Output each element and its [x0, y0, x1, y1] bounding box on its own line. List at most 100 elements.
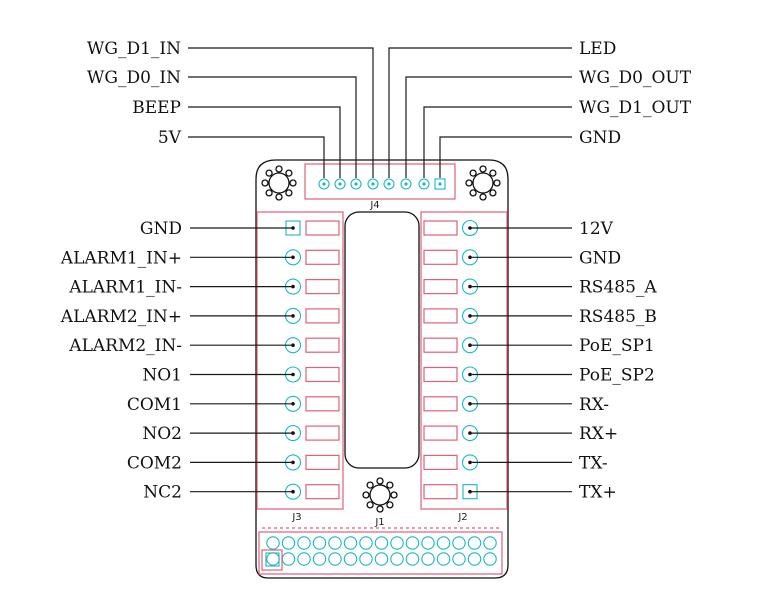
j4-pad	[350, 178, 362, 190]
j4-leader-line	[405, 76, 572, 178]
j1-pad	[436, 536, 451, 550]
j4-pad-center	[438, 182, 442, 186]
pin-label-alarm1-in: ALARM1_IN+	[60, 248, 182, 268]
j4-header-outline	[304, 163, 456, 200]
j4-pins	[318, 178, 446, 190]
pin-label-rs485-b: RS485_B	[579, 307, 657, 327]
pin-label-tx: TX-	[579, 453, 608, 473]
j2-terminal-slot	[423, 279, 458, 295]
pin-label-5v: 5V	[158, 128, 182, 148]
j1-pad	[483, 552, 497, 566]
j3-pins	[284, 220, 340, 500]
board-outline	[255, 159, 509, 579]
j2-terminal-slot	[423, 308, 458, 324]
j1-pad	[343, 552, 358, 566]
j4-pad	[383, 178, 395, 190]
j1-pad	[452, 552, 466, 566]
j1-pad	[390, 552, 404, 566]
j1-ref-label: J1	[374, 517, 384, 528]
j1-pad	[343, 536, 358, 550]
j4-ref-label: J4	[369, 200, 379, 211]
mounting-hole-right	[465, 165, 501, 201]
j4-pad	[400, 178, 412, 190]
pin-label-alarm2-in: ALARM2_IN-	[68, 336, 182, 356]
pin-label-beep: BEEP	[132, 98, 181, 118]
j4-pad	[334, 178, 346, 190]
j1-pad	[405, 536, 420, 550]
j4-pad-center	[371, 182, 375, 186]
center-cutout	[344, 211, 420, 469]
pin-label-gnd: GND	[579, 128, 621, 148]
j2-terminal-slot	[423, 249, 458, 265]
j1-pad	[312, 536, 327, 550]
j1-pad	[421, 552, 435, 566]
j1-pad	[405, 552, 420, 566]
pin-label-alarm1-in: ALARM1_IN-	[68, 278, 182, 298]
j1-pad	[297, 536, 311, 550]
j4-pad	[418, 178, 430, 190]
j2-terminal-slot	[423, 220, 458, 236]
j4-pad	[318, 178, 330, 190]
pin-label-rx: RX-	[579, 395, 609, 415]
j1-pad	[266, 536, 280, 550]
j1-pad	[297, 552, 311, 566]
j4-pad-center	[354, 182, 358, 186]
j4-leader-line	[439, 136, 572, 178]
j4-leaders: WG_D1_INWG_D0_INBEEP5VLEDWG_D0_OUTWG_D1_…	[87, 39, 692, 178]
j2-terminal-slot	[423, 366, 458, 383]
pin-label-rx: RX+	[579, 424, 618, 444]
j4-leader-line	[423, 106, 572, 178]
j1-pad	[390, 536, 404, 550]
j4-pad-center	[422, 182, 426, 186]
pin-label-wg-d0-out: WG_D0_OUT	[579, 68, 692, 88]
j3-terminal-slot	[305, 220, 340, 236]
j4-leader-line	[188, 47, 374, 178]
pin-label-gnd: GND	[579, 248, 621, 268]
j4-pad-square	[434, 178, 446, 190]
j1-pad	[359, 536, 373, 550]
j4-pad-center	[387, 182, 391, 186]
pin-label-12v: 12V	[579, 219, 614, 239]
j1-pins	[261, 536, 497, 571]
pin-label-nc2: NC2	[143, 483, 182, 503]
pin-label-com2: COM2	[127, 453, 182, 473]
j1-pad	[328, 552, 342, 566]
j1-pad	[328, 536, 342, 550]
j2-connector-outline	[420, 211, 508, 510]
j4-leader-line	[188, 76, 357, 178]
mounting-hole-bottom	[362, 477, 398, 513]
j2-pins	[423, 219, 479, 500]
j1-pin1-marker	[261, 549, 283, 571]
pin-label-no2: NO2	[142, 424, 182, 444]
j1-pad	[467, 552, 482, 566]
j1-pad	[312, 552, 327, 566]
j1-pad	[374, 552, 389, 566]
j2-terminal-slot	[423, 484, 458, 500]
pin-label-tx: TX+	[579, 483, 617, 503]
j1-pad	[359, 552, 373, 566]
pin-label-wg-d1-out: WG_D1_OUT	[579, 98, 692, 118]
j3-terminal-slot	[305, 308, 340, 324]
j3-terminal-slot	[305, 337, 340, 353]
j3-terminal-slot	[305, 366, 340, 383]
pin-label-com1: COM1	[127, 395, 182, 415]
j2-terminal-slot	[423, 425, 458, 441]
pin-label-poe-sp1: PoE_SP1	[579, 336, 655, 356]
pin-label-led: LED	[579, 39, 616, 59]
j4-leader-line	[188, 106, 341, 178]
mounting-hole-left	[261, 165, 297, 201]
pin-label-rs485-a: RS485_A	[579, 278, 657, 298]
j1-pad	[483, 536, 497, 550]
pin-label-alarm2-in: ALARM2_IN+	[60, 307, 182, 327]
j1-pad	[436, 552, 451, 566]
j4-leader-line	[188, 136, 325, 178]
j3-terminal-slot	[305, 425, 340, 441]
j3-terminal-slot	[305, 484, 340, 500]
j1-pad	[467, 536, 482, 550]
pin-label-wg-d1-in: WG_D1_IN	[87, 39, 181, 59]
j4-pad-center	[338, 182, 342, 186]
j3-terminal-slot	[305, 249, 340, 265]
